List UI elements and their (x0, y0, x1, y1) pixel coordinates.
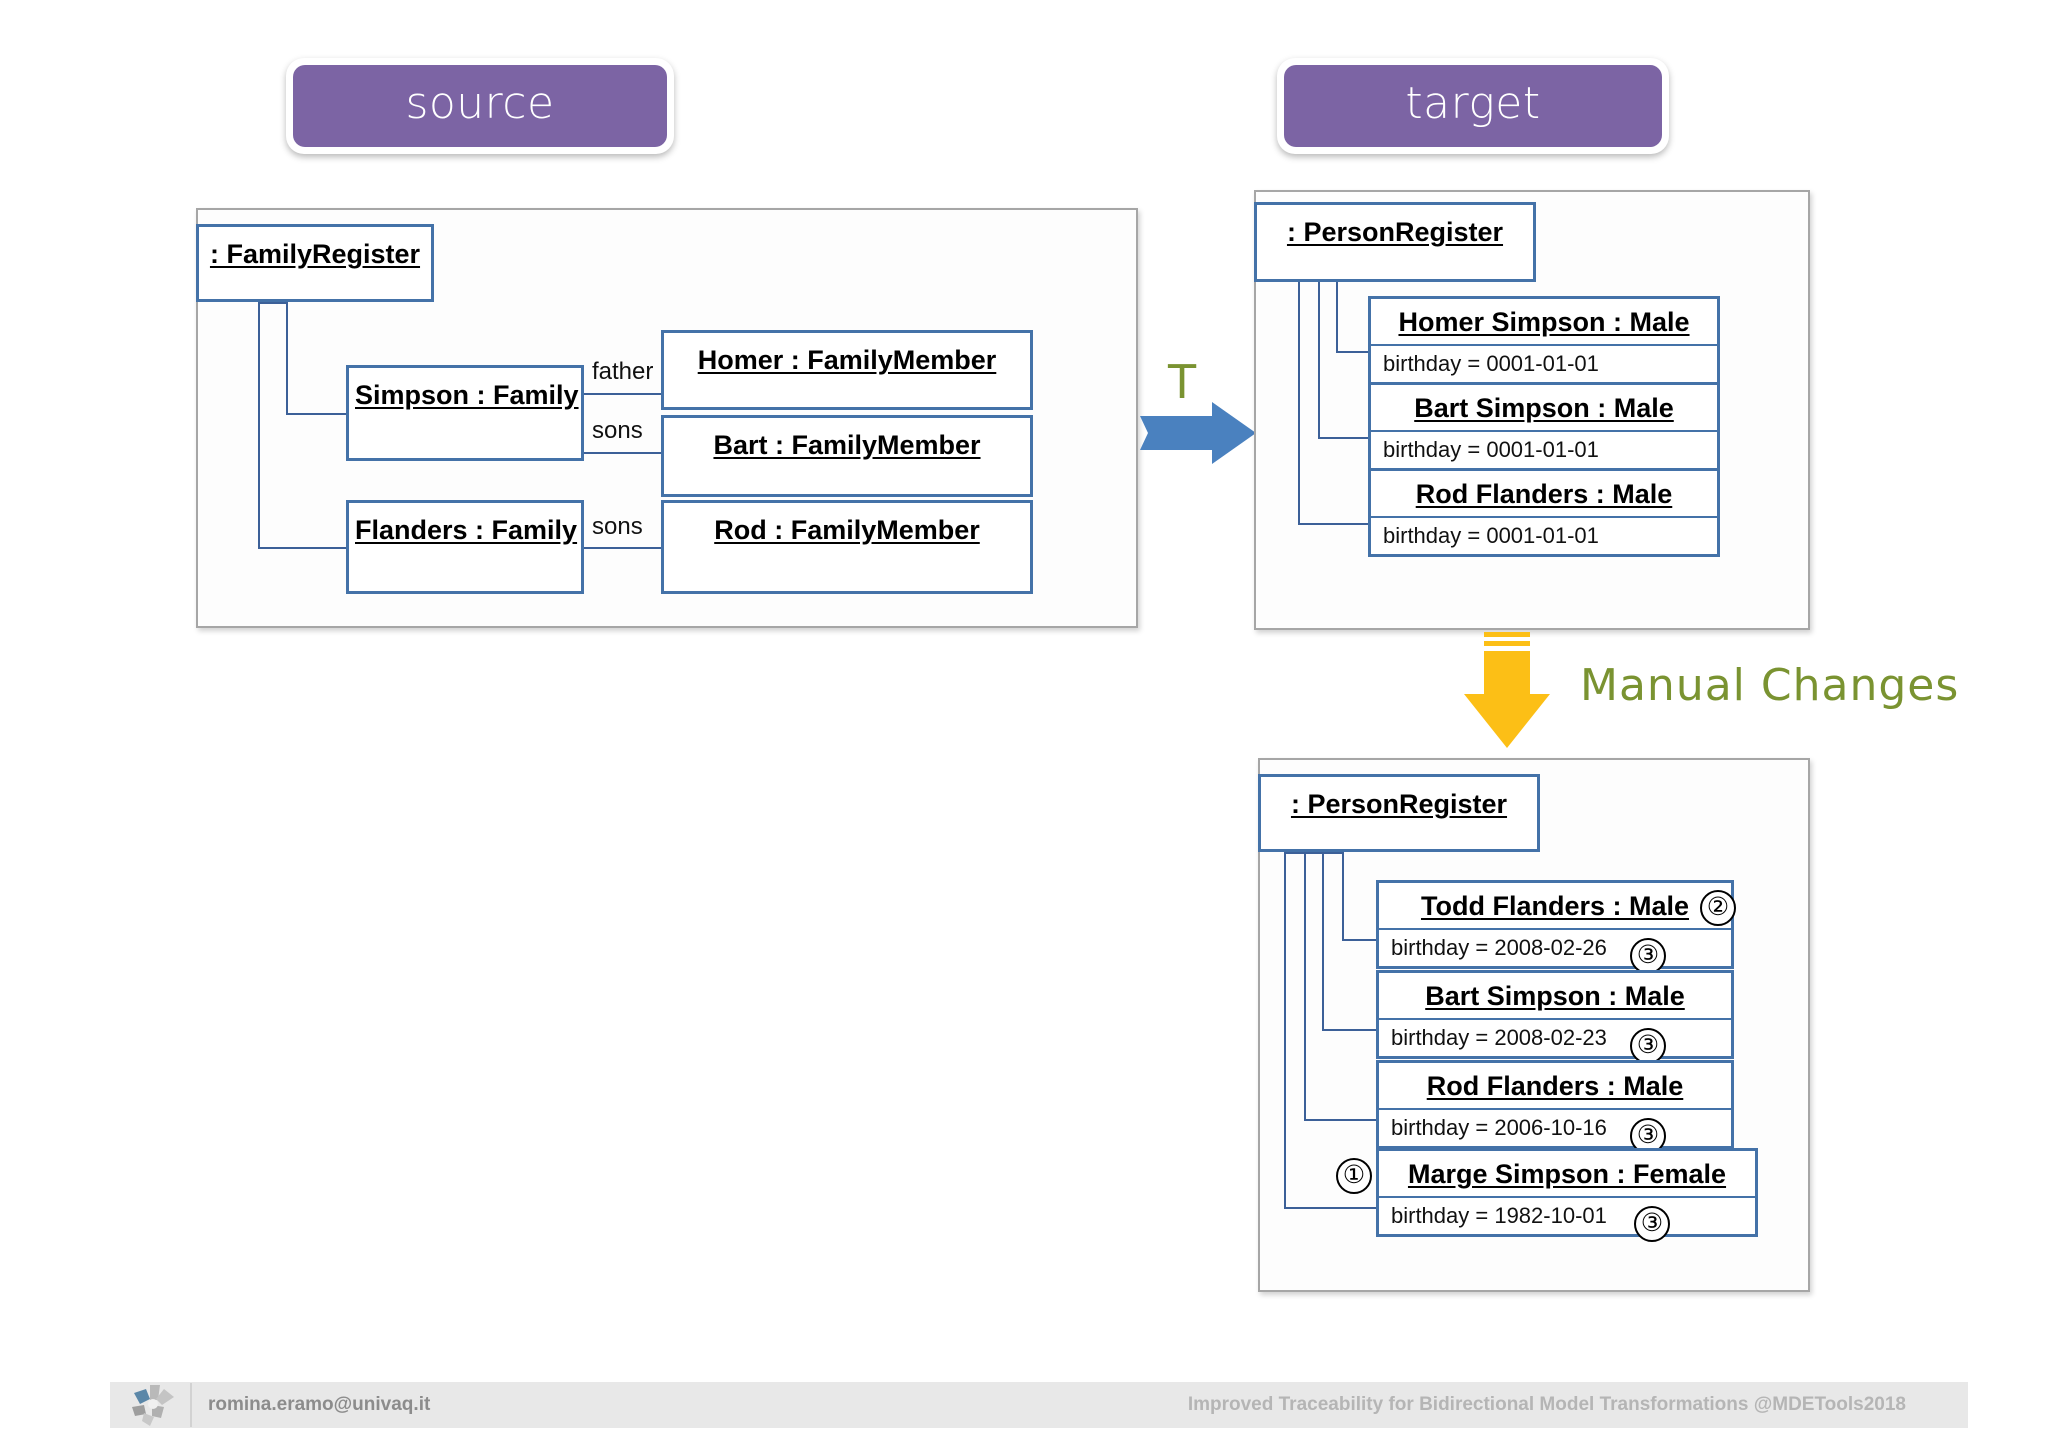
badge-marge-row: ① (1336, 1158, 1372, 1194)
node-attribute: birthday = 2006-10-16 (1391, 1115, 1607, 1140)
connector-root-trunk-short (286, 302, 288, 414)
edge-label-sons-1: sons (592, 417, 643, 444)
node-rod-flanders-male[interactable]: Rod Flanders : Male birthday = 0001-01-0… (1368, 468, 1720, 557)
transformation-arrow-icon (1140, 402, 1256, 464)
node-bart-familymember[interactable]: Bart : FamilyMember (661, 415, 1033, 497)
node-title: Bart : FamilyMember (713, 430, 981, 460)
connector-to-person-1 (1342, 939, 1378, 941)
connector-to-person-2 (1318, 437, 1370, 439)
node-attribute: birthday = 2008-02-23 (1391, 1025, 1607, 1050)
connector-to-flanders (258, 547, 346, 549)
target-header-pill: target (1277, 58, 1669, 154)
connector-to-person-3 (1304, 1119, 1378, 1121)
connector-father-edge (584, 393, 661, 395)
node-todd-flanders-male[interactable]: Todd Flanders : Male birthday = 2008-02-… (1376, 880, 1734, 969)
node-title: : PersonRegister (1290, 789, 1508, 819)
connector-root-trunk-long (258, 302, 260, 548)
connector-trunk-1 (1336, 280, 1338, 352)
footer-email: romina.eramo@univaq.it (208, 1394, 431, 1415)
edge-label-father: father (592, 358, 654, 385)
node-bart-simpson-male-modified[interactable]: Bart Simpson : Male birthday = 2008-02-2… (1376, 970, 1734, 1059)
connector-trunk-2 (1318, 280, 1320, 438)
badge-todd-attr: ③ (1630, 938, 1666, 974)
target-header-label: target (1284, 65, 1662, 147)
node-title: Flanders : Family (355, 515, 578, 545)
connector-trunk-1 (1342, 852, 1344, 940)
footer-title: Improved Traceability for Bidirectional … (1187, 1394, 1906, 1415)
badge-todd-title: ② (1700, 890, 1736, 926)
badge-bart-attr: ③ (1630, 1028, 1666, 1064)
node-family-register[interactable]: : FamilyRegister (196, 224, 434, 302)
source-model-container: : FamilyRegister Simpson : Family Flande… (196, 208, 1138, 628)
node-homer-simpson-male[interactable]: Homer Simpson : Male birthday = 0001-01-… (1368, 296, 1720, 385)
manual-changes-label: Manual Changes (1580, 660, 1960, 711)
node-rod-familymember[interactable]: Rod : FamilyMember (661, 500, 1033, 594)
node-title: Bart Simpson : Male (1371, 385, 1717, 432)
node-title: Homer Simpson : Male (1371, 299, 1717, 346)
node-title: Rod : FamilyMember (714, 515, 980, 545)
target-model-generated-container: : PersonRegister Homer Simpson : Male bi… (1254, 190, 1810, 630)
node-bart-simpson-male[interactable]: Bart Simpson : Male birthday = 0001-01-0… (1368, 382, 1720, 471)
node-title: Marge Simpson : Female (1379, 1151, 1755, 1198)
node-simpson-family[interactable]: Simpson : Family (346, 365, 584, 461)
node-title: Bart Simpson : Male (1379, 973, 1731, 1020)
transformation-label: T (1168, 355, 1197, 409)
node-title: Homer : FamilyMember (697, 345, 997, 375)
node-attribute: birthday = 0001-01-01 (1383, 351, 1599, 376)
node-person-register-generated[interactable]: : PersonRegister (1254, 202, 1536, 282)
source-header-pill: source (286, 58, 674, 154)
edge-label-sons-2: sons (592, 513, 643, 540)
badge-marge-attr: ③ (1634, 1206, 1670, 1242)
node-attribute: birthday = 0001-01-01 (1383, 523, 1599, 548)
node-attribute: birthday = 1982-10-01 (1391, 1203, 1607, 1228)
connector-trunk-3 (1298, 280, 1300, 524)
connector-to-person-3 (1298, 523, 1370, 525)
node-title: Rod Flanders : Male (1371, 471, 1717, 518)
connector-trunk-2 (1322, 852, 1324, 1030)
node-rod-flanders-male-modified[interactable]: Rod Flanders : Male birthday = 2006-10-1… (1376, 1060, 1734, 1149)
connector-sons-edge-2 (584, 547, 661, 549)
connector-sons-edge-1 (584, 452, 661, 454)
node-title: Simpson : Family (355, 380, 579, 410)
manual-changes-arrow-icon (1464, 632, 1550, 748)
node-marge-simpson-female[interactable]: Marge Simpson : Female birthday = 1982-1… (1376, 1148, 1758, 1237)
connector-to-person-4 (1284, 1207, 1378, 1209)
pinwheel-logo-icon (132, 1385, 174, 1426)
node-title: : FamilyRegister (209, 239, 421, 269)
node-attribute: birthday = 2008-02-26 (1391, 935, 1607, 960)
node-attribute: birthday = 0001-01-01 (1383, 437, 1599, 462)
source-header-label: source (293, 65, 667, 147)
node-title: Rod Flanders : Male (1379, 1063, 1731, 1110)
connector-root-branch (1284, 852, 1344, 854)
node-title: : PersonRegister (1286, 217, 1504, 247)
target-model-modified-container: : PersonRegister Todd Flanders : Male bi… (1258, 758, 1810, 1292)
connector-to-simpson (286, 413, 346, 415)
connector-to-person-2 (1322, 1029, 1378, 1031)
node-person-register-modified[interactable]: : PersonRegister (1258, 774, 1540, 852)
connector-to-person-1 (1336, 351, 1370, 353)
node-title: Todd Flanders : Male (1379, 883, 1731, 930)
footer-divider (190, 1383, 192, 1427)
node-homer-familymember[interactable]: Homer : FamilyMember (661, 330, 1033, 410)
connector-trunk-4 (1284, 852, 1286, 1208)
connector-trunk-3 (1304, 852, 1306, 1120)
footer-bar: romina.eramo@univaq.it Improved Traceabi… (110, 1382, 1968, 1428)
connector-root-branch-top (258, 302, 288, 304)
node-flanders-family[interactable]: Flanders : Family (346, 500, 584, 594)
